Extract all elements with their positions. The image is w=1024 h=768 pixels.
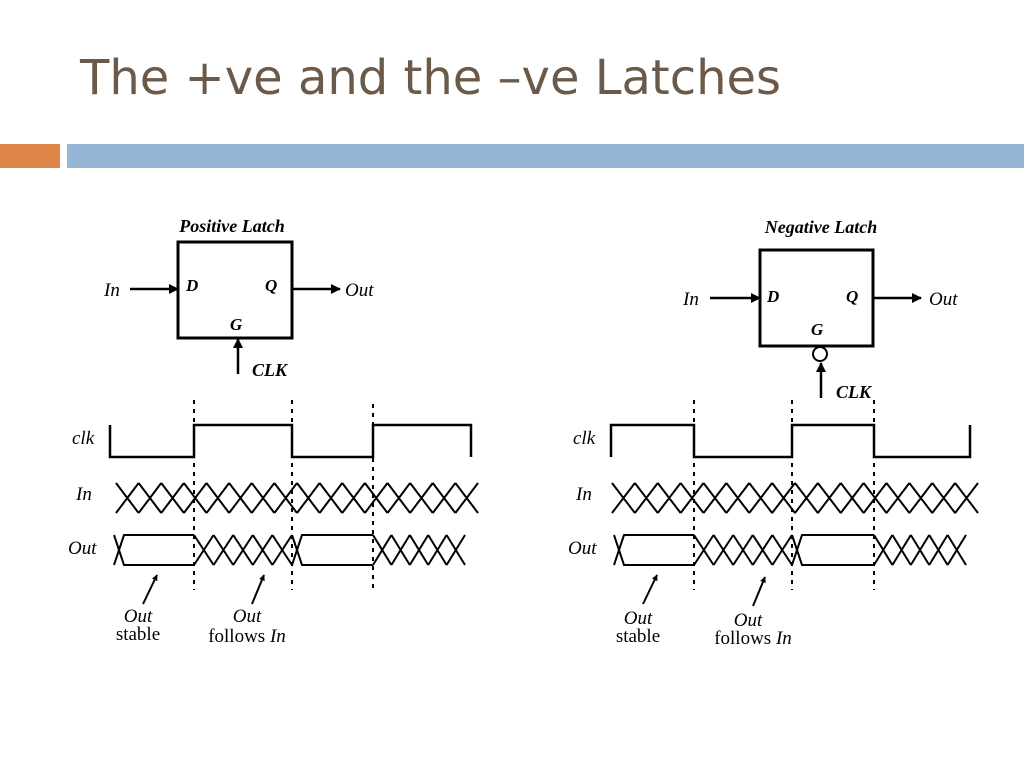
crossover-segment [611,482,979,514]
positive-out-stable-2 [291,534,373,566]
negative-callout-stable-arrow [642,574,658,605]
positive-out-label: Out [345,280,374,301]
positive-row-out-label: Out [68,538,97,559]
accent-bar-orange [0,144,60,168]
negative-out-label: Out [929,289,958,310]
stable-segment [791,534,874,566]
positive-callout-stable-arrow [142,574,158,605]
stable-segment [613,534,694,566]
stable-segment [291,534,373,566]
negative-clk-waveform [609,423,972,459]
crossover-segment [193,534,293,566]
positive-g-label: G [230,315,243,334]
positive-callout-follows-line2: follows In [208,626,286,647]
negative-inversion-bubble [812,346,828,362]
positive-callout-stable-line2: stable [116,624,160,645]
negative-in-waveform [611,482,979,514]
positive-row-in-label: In [75,484,92,505]
crossover-segment [873,534,967,566]
negative-out-follows-1 [693,534,793,566]
positive-clk-waveform [108,423,473,459]
negative-callout-stable-line2: stable [616,626,660,647]
positive-callout-stable-line1: Out [124,606,153,627]
negative-out-stable-2 [791,534,874,566]
positive-out-follows-1 [193,534,293,566]
negative-row-clk-label: clk [573,428,596,449]
positive-in-label: In [103,280,120,301]
negative-clk-label: CLK [836,382,873,402]
negative-d-label: D [766,287,779,306]
positive-clk-label: CLK [252,360,289,380]
positive-out-follows-2 [372,534,466,566]
negative-row-in-label: In [575,484,592,505]
positive-out-stable-1 [113,534,194,566]
negative-g-label: G [811,320,824,339]
positive-callout-follows-line1: Out [233,606,262,627]
negative-in-label: In [682,289,699,310]
positive-q-label: Q [265,276,277,295]
slide-title: The +ve and the –ve Latches [80,50,782,106]
crossover-segment [693,534,793,566]
negative-callout-stable-line1: Out [624,608,653,629]
negative-latch: Negative Latch In D Q G Out CLK clk In O… [568,217,979,649]
negative-out-follows-2 [873,534,967,566]
negative-row-out-label: Out [568,538,597,559]
positive-row-clk-label: clk [72,428,95,449]
positive-callout-follows-arrow [251,574,265,605]
negative-callout-follows-arrow [752,576,766,607]
positive-d-label: D [185,276,198,295]
negative-q-label: Q [846,287,858,306]
positive-latch-title: Positive Latch [178,216,284,236]
negative-callout-follows-line2: follows In [714,628,792,649]
crossover-segment [372,534,466,566]
negative-latch-title: Negative Latch [764,217,877,237]
crossover-segment [115,482,479,514]
accent-bar-blue [67,144,1024,168]
stable-segment [113,534,194,566]
positive-latch: Positive Latch In D Q G Out CLK clk In O… [68,216,479,647]
negative-out-stable-1 [613,534,694,566]
negative-callout-follows-line1: Out [734,610,763,631]
positive-in-waveform [115,482,479,514]
